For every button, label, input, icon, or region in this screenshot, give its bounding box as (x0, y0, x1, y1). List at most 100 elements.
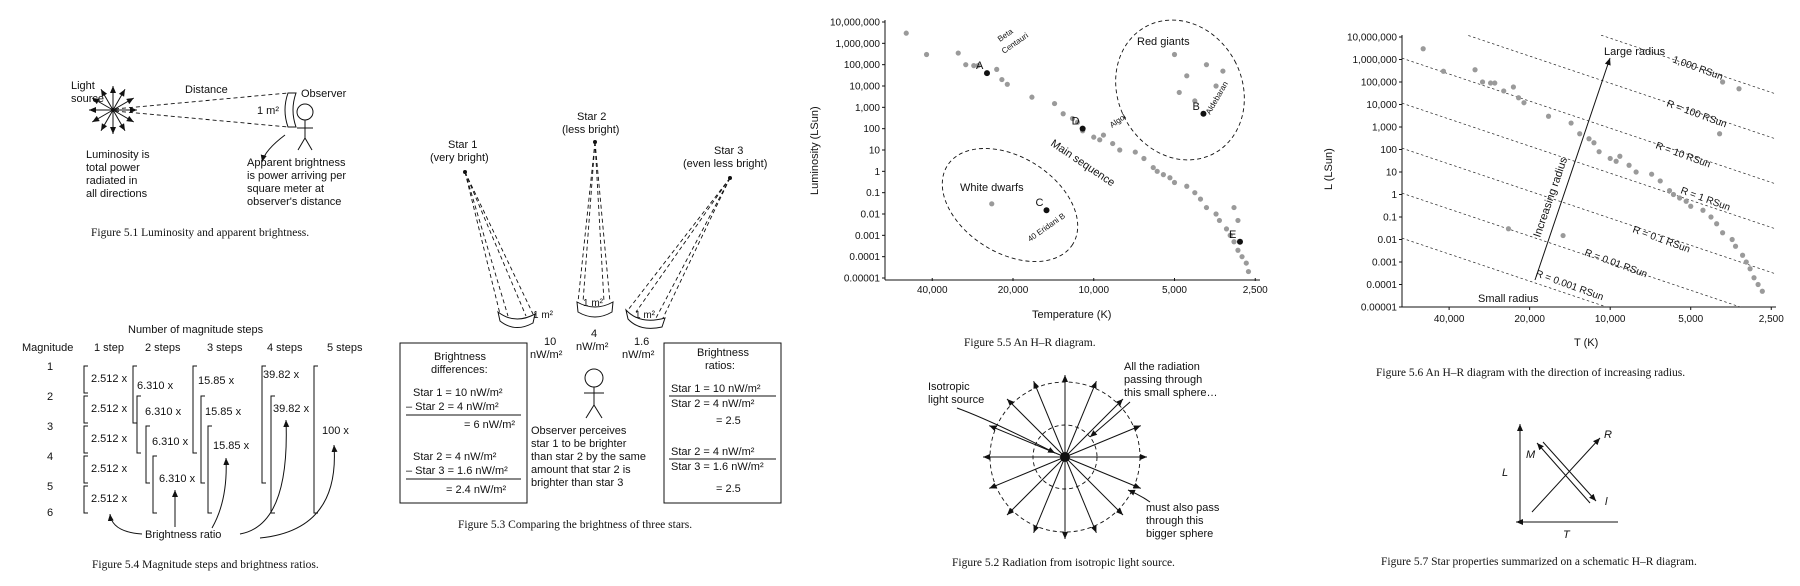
svg-text:6.310 x: 6.310 x (152, 436, 189, 448)
svg-text:Observer perceives: Observer perceives (531, 425, 627, 437)
star-point (1613, 158, 1619, 164)
star-point (1060, 111, 1066, 117)
svg-text:= 2.4 nW/m²: = 2.4 nW/m² (446, 484, 507, 496)
star-point (1479, 79, 1486, 85)
ratio-pointers (107, 419, 338, 539)
col-2-steps: 2 steps (145, 342, 181, 354)
y-tick-label: 10,000 (849, 82, 880, 93)
svg-text:all directions: all directions (86, 188, 148, 200)
svg-text:Apparent brightness: Apparent brightness (247, 157, 346, 169)
star-point (1239, 254, 1245, 260)
star-point (975, 63, 981, 69)
star-point (1700, 207, 1706, 213)
star-point (1716, 131, 1723, 137)
observer-label: Observer (301, 88, 347, 100)
svg-text:star 1 to be brighter: star 1 to be brighter (531, 438, 627, 450)
star-3-value: 1.6 (634, 336, 649, 348)
x-tick-label: 5,000 (1162, 285, 1187, 296)
big-sphere-text-1: must also pass (1146, 502, 1220, 514)
area-label-2: 1 m² (583, 298, 604, 309)
star-1-cone (464, 171, 536, 328)
star-point (1487, 80, 1494, 86)
source-pointer (956, 407, 1056, 454)
x-tick-label: 20,000 (998, 285, 1029, 296)
svg-text:differences:: differences: (431, 364, 488, 376)
light-source-dot (1060, 452, 1070, 462)
caption-5-6: Figure 5.6 An H–R diagram with the direc… (1376, 367, 1685, 379)
star-point (1227, 232, 1233, 238)
magnitude-column: 1 2 3 4 5 6 (47, 361, 53, 519)
distance-line-top (114, 92, 289, 110)
star-point (1510, 84, 1517, 90)
star-point (1069, 115, 1076, 122)
schematic-M: M (1526, 449, 1536, 461)
star-point (1577, 131, 1583, 137)
ray (1033, 456, 1066, 533)
y-tick-label: 0.1 (866, 188, 880, 199)
star-point (1203, 62, 1210, 68)
star-point (963, 62, 969, 68)
star-point (1110, 140, 1116, 147)
star-point (1220, 68, 1226, 74)
star-point (1596, 149, 1602, 155)
schematic-R: R (1604, 429, 1612, 441)
y-tick-label: 0.0001 (849, 252, 880, 263)
y-tick-label: 1,000 (855, 103, 880, 114)
svg-text:6.310 x: 6.310 x (137, 380, 174, 392)
big-sphere-text-2: through this (1146, 515, 1204, 527)
increasing-radius-label: Increasing radius (1531, 155, 1570, 239)
svg-text:R = 0.01 RSun: R = 0.01 RSun (1583, 247, 1649, 280)
main-sequence-label: Main sequence (1048, 138, 1117, 190)
svg-text:6.310 x: 6.310 x (159, 473, 196, 485)
ray (1064, 398, 1124, 458)
red-giants-region (1115, 19, 1245, 161)
radius-line (1402, 192, 1742, 307)
y-tick-label: 0.0001 (1366, 280, 1397, 291)
svg-text:39.82 x: 39.82 x (273, 403, 310, 415)
radius-line (1402, 237, 1608, 307)
star-point (1657, 178, 1663, 184)
caption-5-3: Figure 5.3 Comparing the brightness of t… (458, 519, 692, 531)
star-c (1043, 207, 1050, 214)
star-point (1420, 46, 1426, 52)
y-tick-label: 10 (1386, 168, 1398, 179)
brightness-text: Apparent brightness is power arriving pe… (247, 157, 346, 208)
star-point (1231, 239, 1237, 245)
x-tick-label: 40,000 (1434, 314, 1465, 325)
luminosity-text: Luminosity is total power radiated in al… (86, 149, 150, 200)
radius-lines (1402, 35, 1776, 307)
increasing-radius-arrow (1534, 57, 1611, 281)
x-tick-label: 40,000 (917, 285, 948, 296)
five-step-bracket: 100 x (313, 365, 349, 514)
y-tick-label: 1,000,000 (836, 39, 881, 50)
figure-5-3: Star 1 (very bright) Star 2 (less bright… (399, 111, 782, 531)
distance-line-bottom (114, 110, 289, 128)
figure-5-7: L T M R l Figure 5.7 Star properties sum… (1381, 424, 1697, 568)
ray (112, 88, 126, 111)
star-letter-d: D (1072, 116, 1080, 128)
col-5-steps: 5 steps (327, 342, 363, 354)
area-patch (284, 92, 297, 128)
star-point (1231, 204, 1237, 211)
star-point (1729, 236, 1735, 243)
svg-text:2.512 x: 2.512 x (91, 463, 128, 475)
light-source-rays (89, 86, 137, 134)
caption-5-5: Figure 5.5 An H–R diagram. (964, 337, 1096, 349)
col-magnitude: Magnitude (22, 342, 73, 354)
area-label-3: 1 m² (635, 310, 656, 321)
y-tick-label: 10,000,000 (1347, 33, 1397, 44)
star-letter-e: E (1229, 229, 1236, 241)
area-label-1: 1 m² (533, 310, 554, 321)
col-3-steps: 3 steps (207, 342, 243, 354)
star-point (1545, 113, 1552, 119)
star-point (1203, 204, 1210, 211)
star-point (1560, 232, 1566, 239)
star-point (1245, 268, 1252, 275)
algol-label: Algol (1108, 112, 1128, 130)
svg-text:brighter than star 3: brighter than star 3 (531, 477, 623, 489)
svg-text:R = 10 RSun: R = 10 RSun (1654, 140, 1712, 170)
star-point (1607, 155, 1613, 162)
svg-text:R = 100 RSun: R = 100 RSun (1665, 98, 1728, 130)
star-1-desc: (very bright) (430, 152, 489, 164)
y-tick-label: 0.01 (861, 210, 881, 221)
